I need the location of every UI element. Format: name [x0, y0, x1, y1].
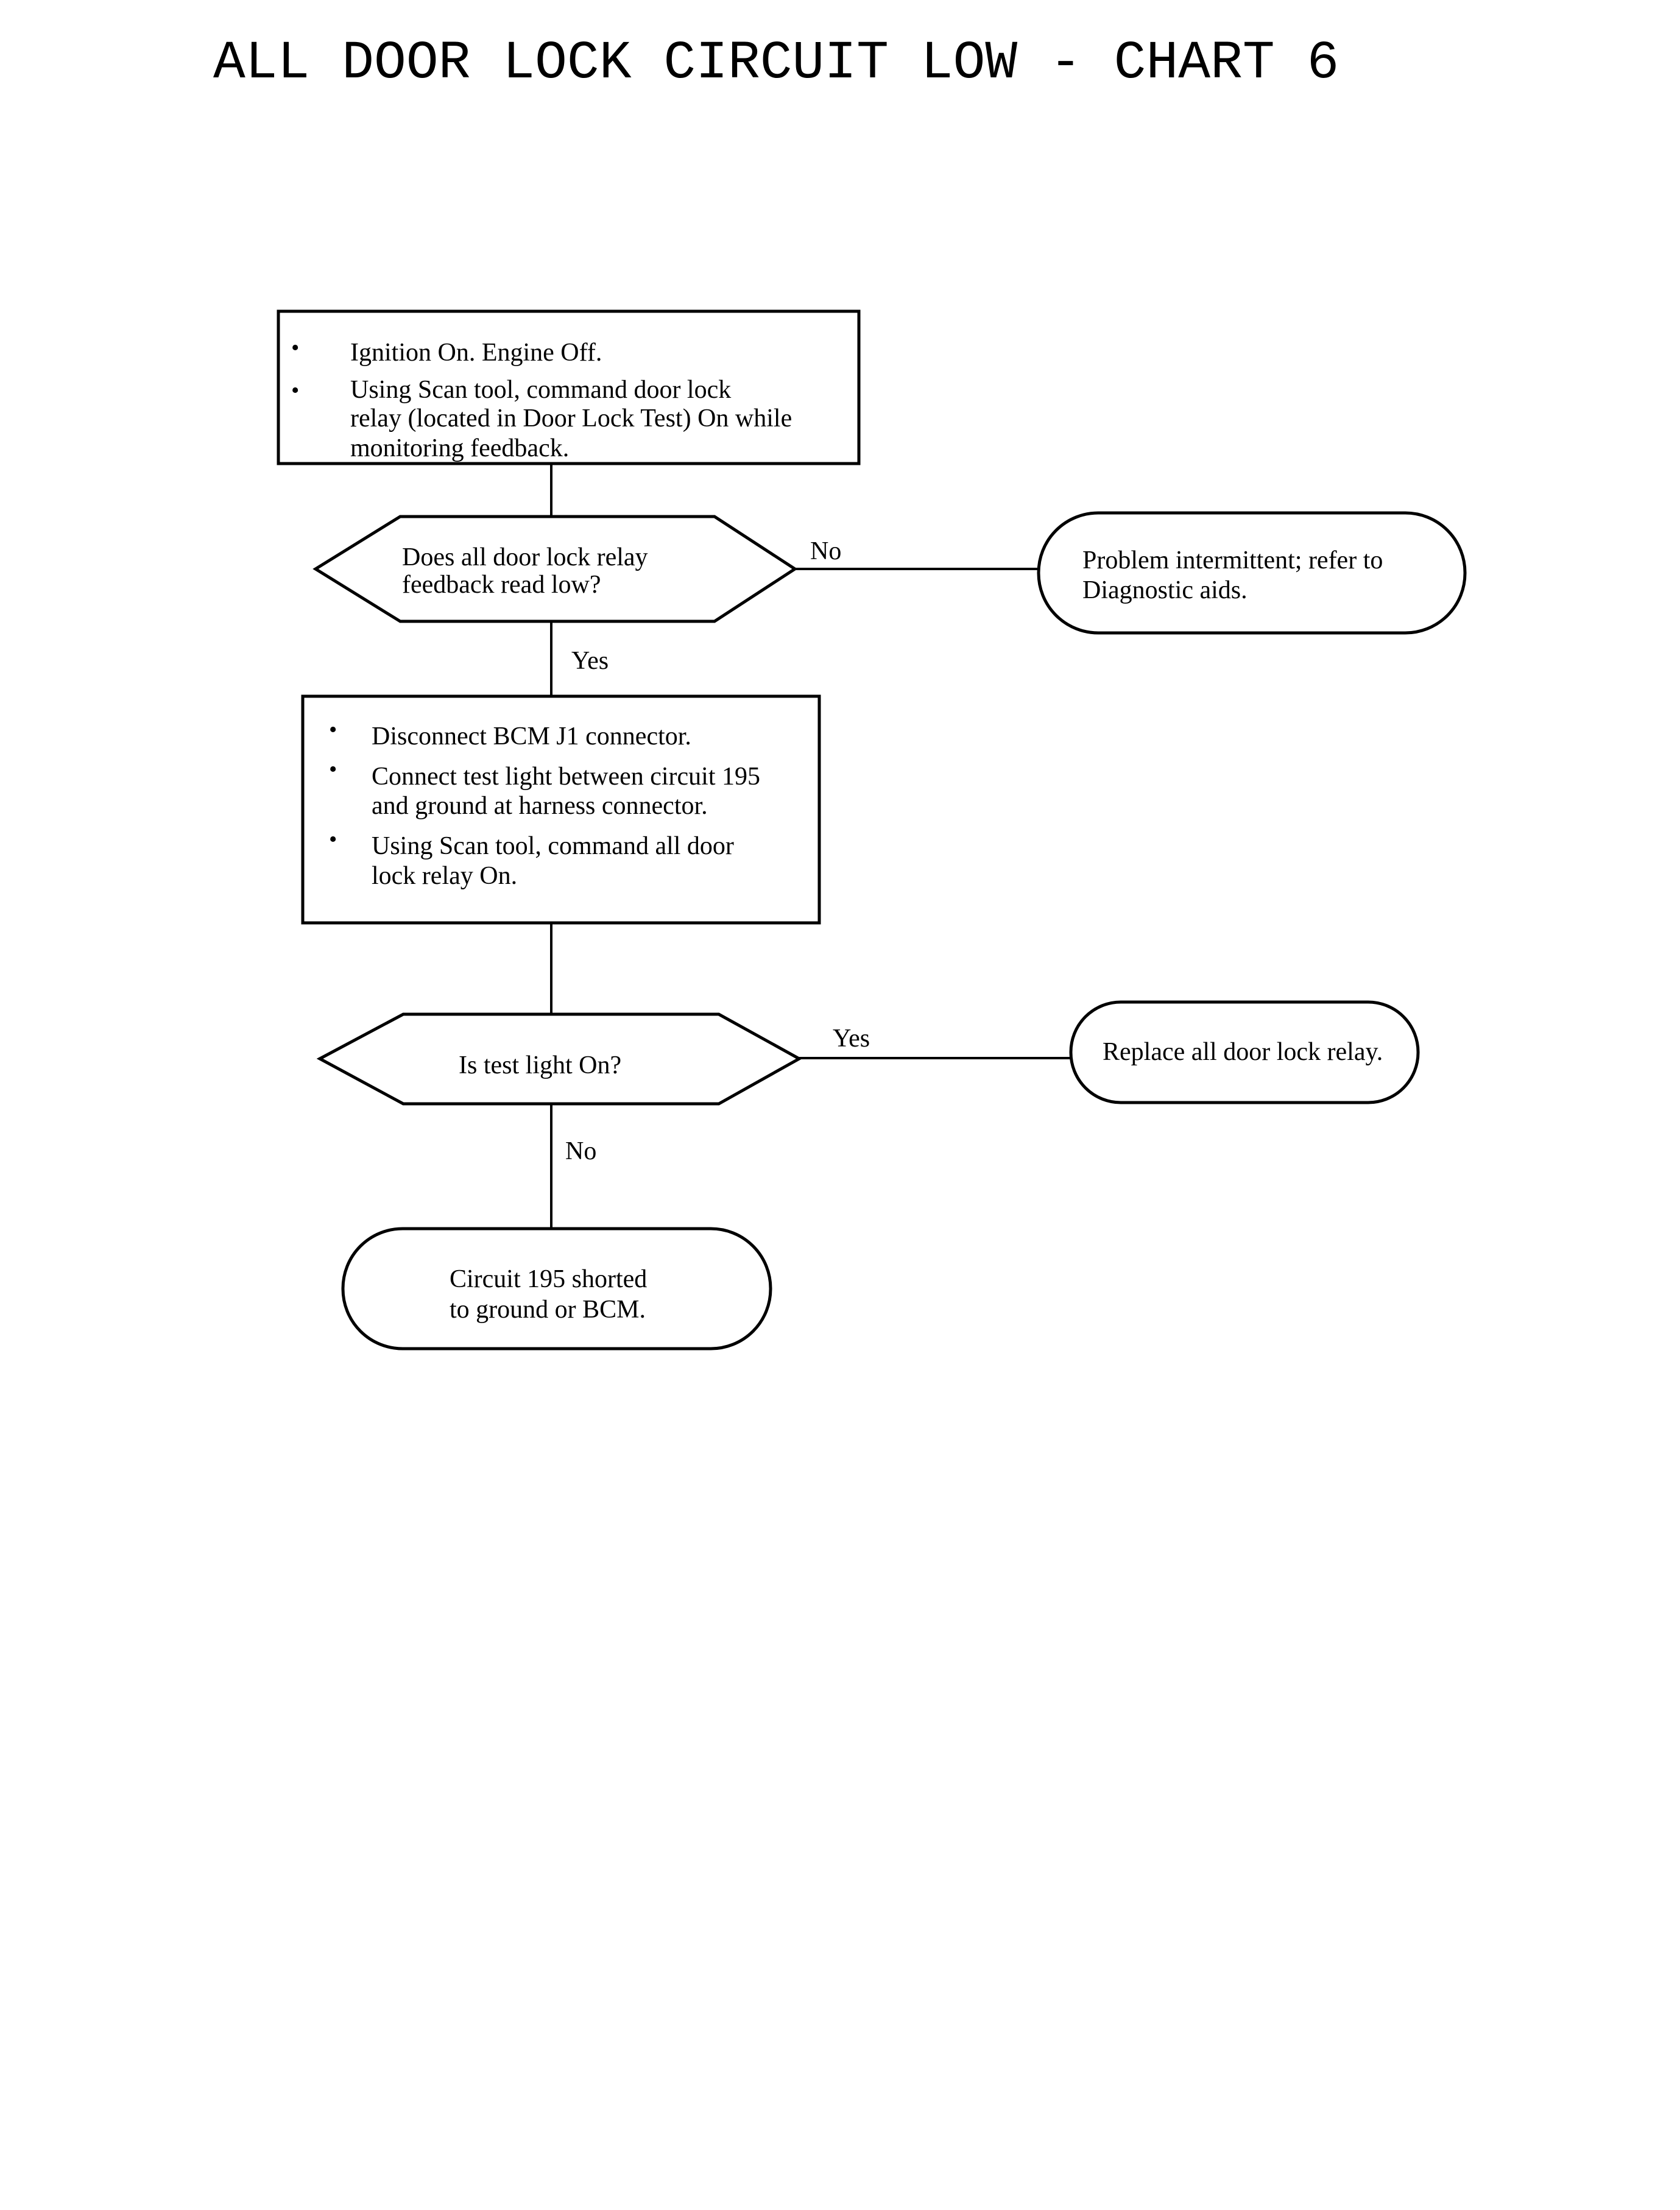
result2-line-1: Replace all door lock relay. [1103, 1038, 1383, 1066]
result3-terminal: Circuit 195 shorted to ground or BCM. [341, 1227, 772, 1350]
step2-box: • Disconnect BCM J1 connector. • Connect… [301, 694, 821, 925]
decision1-line-2: feedback read low? [402, 571, 601, 599]
result2-terminal: Replace all door lock relay. [1069, 1000, 1420, 1104]
edge-label-decision1-no: No [810, 537, 841, 565]
step2-bullet-3-line-1: Using Scan tool, command all door [372, 832, 734, 860]
step1-bullet-2-line-2: relay (located in Door Lock Test) On whi… [350, 404, 792, 432]
step2-bullet-3-line-2: lock relay On. [372, 862, 517, 890]
step2-bullet-1-line-1: Disconnect BCM J1 connector. [372, 722, 691, 750]
edge-label-decision2-no: No [565, 1137, 596, 1165]
step1-box: • Ignition On. Engine Off. • Using Scan … [277, 309, 861, 465]
step2-bullet-3: • [329, 827, 337, 852]
result1-line-1: Problem intermittent; refer to [1082, 546, 1383, 574]
step1-bullet-1-line-1: Ignition On. Engine Off. [350, 339, 602, 367]
step2-bullet-2-line-2: and ground at harness connector. [372, 792, 708, 820]
decision1-hexagon: Does all door lock relay feedback read l… [312, 515, 798, 623]
result3-line-2: to ground or BCM. [450, 1296, 646, 1324]
edge-label-decision1-yes: Yes [571, 647, 609, 675]
step2-bullet-1: • [329, 717, 337, 743]
step1-bullet-1: • [291, 335, 299, 361]
step2-bullet-2-line-1: Connect test light between circuit 195 [372, 763, 760, 791]
result3-line-1: Circuit 195 shorted [450, 1265, 647, 1293]
result1-line-2: Diagnostic aids. [1082, 576, 1248, 604]
edge-label-decision2-yes: Yes [833, 1025, 870, 1053]
page-title: ALL DOOR LOCK CIRCUIT LOW - CHART 6 [213, 34, 1339, 94]
step2-bullet-2: • [329, 757, 337, 782]
result1-terminal: Problem intermittent; refer to Diagnosti… [1037, 511, 1467, 635]
step1-bullet-2-line-3: monitoring feedback. [350, 434, 569, 462]
step1-bullet-2: • [291, 378, 299, 403]
step1-bullet-2-line-1: Using Scan tool, command door lock [350, 376, 731, 404]
decision1-line-1: Does all door lock relay [402, 543, 648, 571]
decision2-line-1: Is test light On? [459, 1051, 621, 1079]
decision2-hexagon: Is test light On? [316, 1012, 803, 1106]
